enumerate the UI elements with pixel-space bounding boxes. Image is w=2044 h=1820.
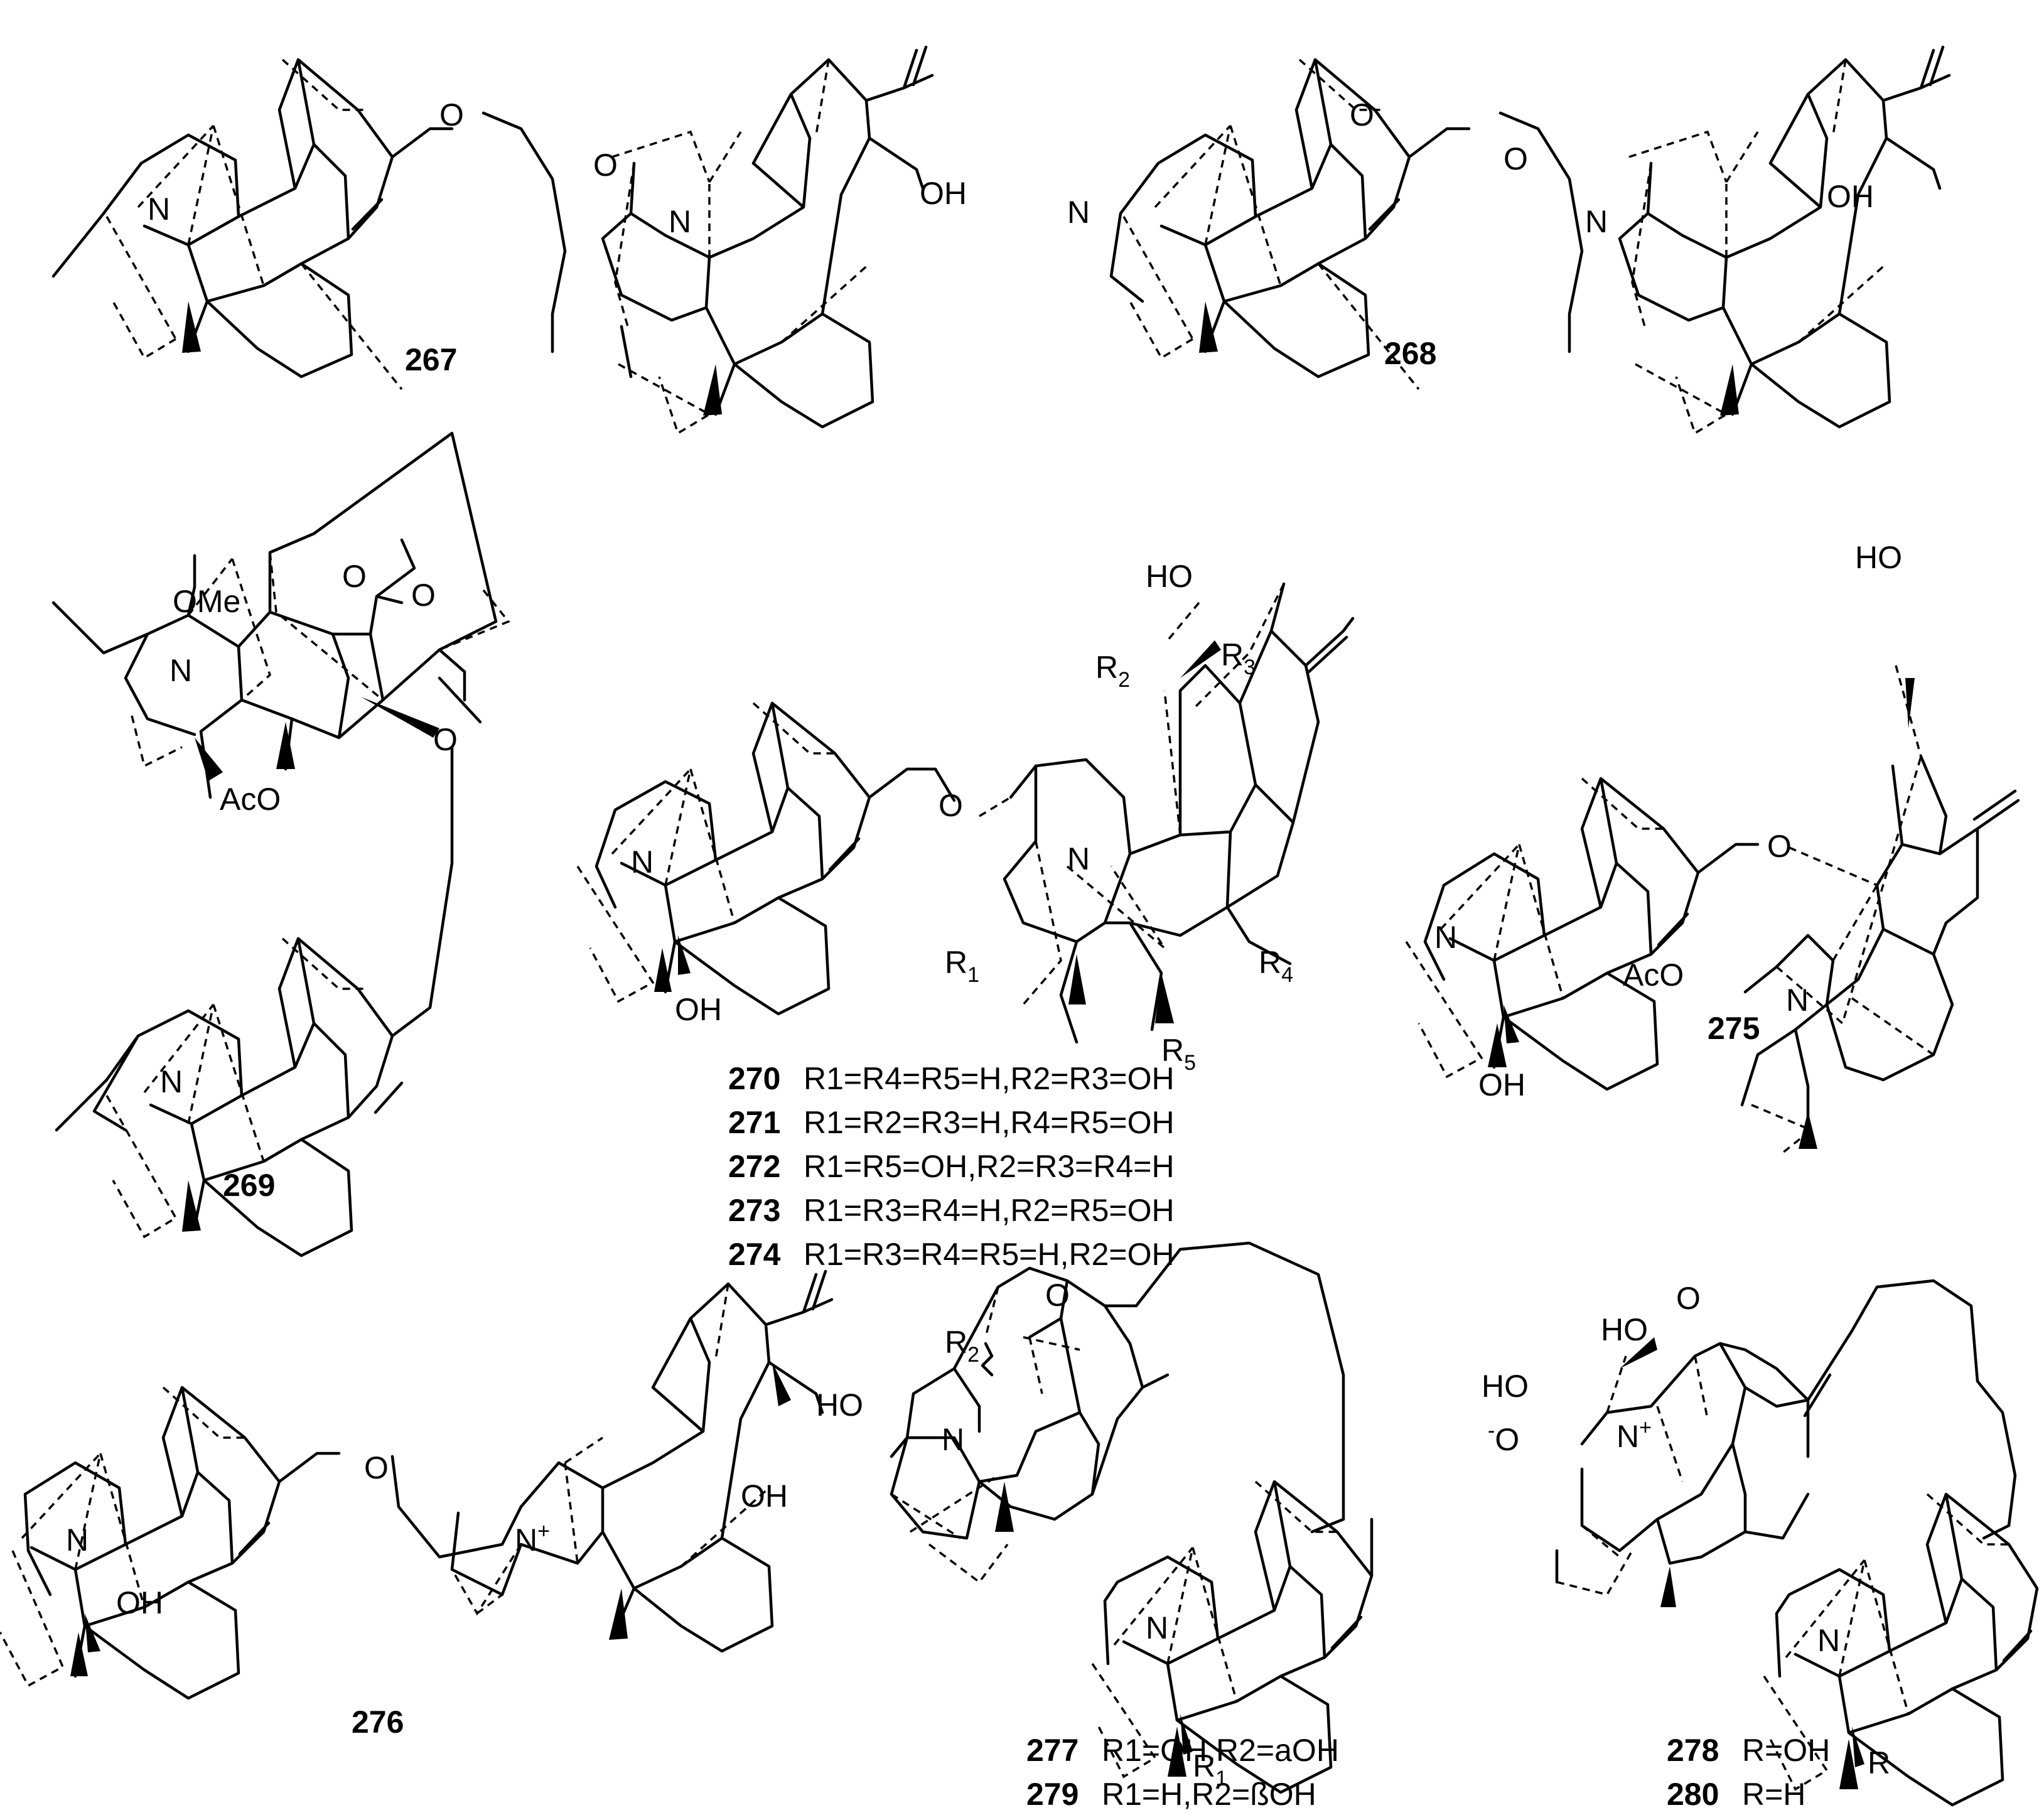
compound-label: 276 [352,1704,404,1740]
atom-OH: OH [675,992,722,1027]
substituent-definition: R1=R3=R4=R5=H,R2=OH [804,1237,1175,1272]
structure-277-279 [890,1241,1374,1794]
atom-OH: OH [920,176,967,211]
substituent-table-278-280: 278 R=OH 280 R=H [1667,1733,1830,1812]
atom-N: N [1067,195,1090,230]
compound-label: 268 [1384,336,1436,371]
atom-N-plus: N+ [1616,1416,1652,1454]
atom-N: N [1817,1623,1840,1658]
substituent-definition: R=H [1742,1777,1805,1812]
substituent-R3: R3 [1221,637,1256,679]
structure-276 [0,1269,834,1700]
structure-275 [1405,665,2020,1156]
atom-HO: HO [1601,1312,1648,1347]
atom-O: O [1676,1281,1701,1316]
compound-label: 277 [1026,1733,1078,1768]
atom-N: N [669,204,691,239]
atom-O: O [1503,141,1528,176]
atom-O-minus: -O [1488,1419,1519,1457]
substituent-R2: R2 [1095,650,1130,692]
compound-label: 267 [405,342,457,377]
substituent-definition: R1=R3=R4=H,R2=R5=OH [804,1193,1175,1228]
substituent-R4: R4 [1259,945,1293,987]
atom-HO: HO [1482,1369,1529,1404]
atom-N: N [1434,920,1457,955]
atom-N: N [1585,204,1608,239]
atom-HO: HO [816,1387,863,1423]
compound-label: 272 [728,1149,780,1184]
atom-O: O [1045,1278,1070,1313]
atom-AcO: AcO [220,782,281,817]
substituent-table-270-274: 270 R1=R4=R5=H,R2=R3=OH 271 R1=R2=R3=H,R… [728,1061,1175,1272]
structure-267 [51,45,934,435]
substituent-R5: R5 [1161,1033,1196,1075]
substituent-R2: R2 [945,1325,979,1367]
atom-OH: OH [1478,1067,1525,1102]
compound-label: 270 [728,1061,780,1096]
structure-270-274 [576,582,1355,1044]
atom-O: O [342,559,367,594]
atom-N: N [942,1422,964,1457]
substituent-R1: R1 [1193,1748,1227,1790]
atom-O: O [411,578,436,613]
atom-HO: HO [1855,540,1902,575]
compound-label: 271 [728,1105,780,1140]
atom-N-plus: N+ [515,1519,550,1558]
substituent-definition: R1=R2=R3=H,R4=R5=OH [804,1105,1175,1140]
atom-N: N [1067,841,1090,876]
compound-label: 278 [1667,1733,1719,1768]
atom-N: N [160,1064,183,1099]
structure-269 [51,431,510,1257]
atom-O: O [939,788,963,823]
atom-HO: HO [1146,559,1193,594]
atom-O: O [364,1450,389,1485]
atom-N: N [169,653,192,688]
compound-label: 280 [1667,1777,1719,1812]
atom-N: N [1786,983,1809,1018]
atom-N: N [66,1522,89,1558]
structure-268 [1109,45,1951,435]
substituent-table-277-279: 277 R1=OH,R2=aOH 279 R1=H,R2=ßOH [1026,1733,1339,1812]
atom-AcO: AcO [1623,957,1684,993]
atom-N: N [148,191,170,227]
compound-label: 274 [728,1237,781,1272]
atom-OMe: OMe [173,584,240,619]
substituent-definition: R1=R5=OH,R2=R3=R4=H [804,1149,1175,1184]
substituent-R: R [1868,1745,1890,1780]
substituent-definition: R1=OH,R2=aOH [1102,1733,1339,1768]
compound-label: 273 [728,1193,780,1228]
atom-O: O [593,148,618,183]
compound-label: 279 [1026,1777,1078,1812]
atom-N: N [1146,1610,1168,1645]
atom-OH: OH [1827,179,1874,214]
atom-OH: OH [116,1585,163,1620]
compound-label: 275 [1708,1011,1760,1046]
substituent-definition: R1=R4=R5=H,R2=R3=OH [804,1061,1175,1096]
atom-O: O [439,97,464,132]
atom-O: O [433,722,458,757]
atom-N: N [631,844,654,880]
substituent-definition: R=OH [1742,1733,1830,1768]
atom-O: O [1350,97,1374,132]
substituent-definition: R1=H,R2=ßOH [1102,1777,1316,1812]
substituent-R1: R1 [945,945,979,987]
structure-278-280 [1555,1279,2039,1807]
atom-OH: OH [741,1478,788,1514]
compound-label: 269 [223,1168,275,1203]
atom-O: O [1767,829,1792,864]
